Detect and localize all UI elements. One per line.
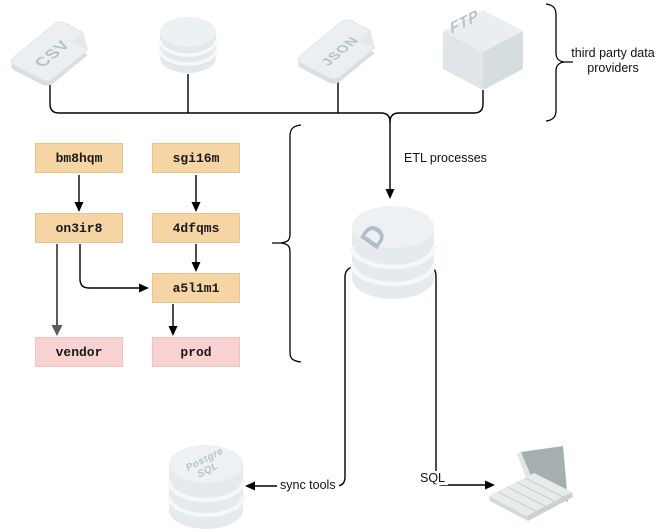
bus-right-connector [389, 90, 484, 123]
ftp-cube-icon: FTP [443, 6, 523, 90]
models-brace [272, 124, 302, 363]
arrowhead-vendor [51, 325, 63, 336]
arrowhead-on3ir8 [74, 202, 84, 212]
json-card-icon: JSON [297, 19, 376, 84]
node-a5l1m1: a5l1m1 [152, 273, 240, 303]
bus-left-connector [49, 80, 391, 190]
csv-card-icon: CSV [10, 21, 89, 86]
providers-brace [545, 3, 573, 122]
sync-tools-label: sync tools [277, 478, 339, 492]
sql-label: SQL [417, 471, 449, 485]
node-4dfqms: 4dfqms [152, 213, 240, 243]
node-label: 4dfqms [172, 220, 220, 236]
database-icon [158, 17, 218, 73]
node-on3ir8: on3ir8 [35, 213, 123, 243]
arrowheads [51, 189, 495, 491]
arrowhead-a5l1m1-top [191, 262, 201, 272]
node-label: bm8hqm [55, 150, 103, 166]
edge-warehouse-postgres [254, 265, 356, 487]
arrowhead-a5l1m1-left [139, 283, 149, 293]
node-prod: prod [152, 337, 240, 367]
etl-label: ETL processes [404, 151, 487, 165]
edge-warehouse-laptop [429, 265, 486, 486]
node-sgi16m: sgi16m [152, 143, 240, 173]
node-label: prod [180, 344, 212, 360]
arrowhead-postgres [245, 481, 255, 491]
arrowhead-etl [385, 189, 395, 199]
node-label: a5l1m1 [172, 280, 220, 296]
arrowhead-4dfqms [191, 202, 201, 212]
postgres-database-icon: Postgre SQL [167, 445, 245, 529]
laptop-icon [489, 446, 573, 521]
providers-label-line1: third party data [571, 46, 655, 60]
providers-label: third party data providers [566, 46, 660, 77]
edge-on3ir8-a5l1m1 [79, 244, 140, 289]
warehouse-database-icon: D [349, 206, 437, 299]
providers-label-line2: providers [587, 61, 639, 76]
node-bm8hqm: bm8hqm [35, 143, 123, 173]
arrowhead-prod [168, 326, 178, 336]
braces [272, 3, 573, 363]
node-label: vendor [55, 344, 103, 360]
node-vendor: vendor [35, 337, 123, 367]
arrowhead-laptop [485, 480, 495, 490]
node-label: on3ir8 [55, 220, 103, 236]
node-label: sgi16m [172, 150, 220, 166]
